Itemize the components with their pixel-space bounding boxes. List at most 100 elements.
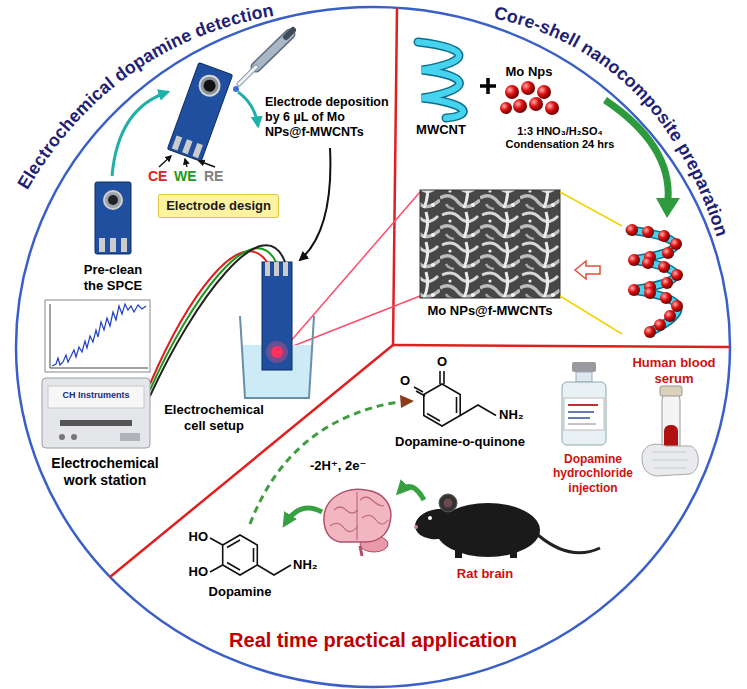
sample-label: Dopamine hydrochloride injection — [545, 452, 641, 495]
step-label: Pre-clean the SPCE — [73, 262, 153, 293]
injection-vial — [568, 404, 598, 406]
workstation — [42, 378, 150, 448]
pin-pointer — [159, 156, 215, 167]
rat-brain — [324, 489, 391, 556]
core-shell-composite — [662, 247, 674, 259]
core-shell-composite — [671, 269, 683, 281]
current-time-plot — [50, 304, 148, 368]
dopamine-structure — [227, 563, 240, 571]
synthesis-arrow — [656, 198, 680, 218]
electrochemical-cell — [240, 262, 314, 398]
cable — [150, 248, 276, 390]
modified-electrode — [167, 63, 232, 162]
current-time-plot — [52, 304, 146, 366]
step-label: Electrode deposition by 6 µL of Mo NPs@f… — [265, 95, 391, 140]
quinone-structure — [439, 371, 441, 384]
workstation — [120, 433, 140, 441]
mo-nanoparticles — [537, 85, 551, 99]
atom-label: O — [398, 373, 412, 389]
section-heading: Electrochemical dopamine detection — [14, 0, 276, 193]
compound-name: Dopamine-o-quinone — [385, 434, 535, 450]
modified-electrode — [167, 63, 232, 162]
core-shell-composite — [628, 284, 640, 296]
modified-electrode — [202, 78, 217, 93]
injection-vial — [572, 362, 596, 372]
spce-electrode — [108, 195, 118, 205]
rat-brain — [360, 497, 384, 506]
sem-image — [420, 190, 560, 298]
label-box: Electrode design — [158, 194, 279, 218]
zoom-line — [283, 296, 420, 350]
electrochemical-cell — [265, 262, 270, 276]
quinone-structure — [443, 371, 445, 384]
pin-name: CE — [148, 168, 167, 185]
mouse — [538, 535, 600, 553]
mo-nanoparticles — [500, 102, 512, 114]
section-heading: Real time practical application — [173, 628, 573, 652]
dopamine-structure — [210, 535, 291, 575]
mo-nanoparticles — [529, 97, 543, 111]
process-arrow — [300, 148, 330, 260]
zoom-line — [283, 192, 420, 350]
section-heading: Core-shell nanocomposite preparation — [492, 3, 732, 239]
core-shell-composite — [661, 277, 673, 289]
pipette — [286, 30, 293, 37]
current-time-plot — [45, 300, 150, 372]
pipette — [233, 86, 239, 92]
electrochemical-cell — [262, 262, 292, 370]
mouse — [414, 525, 418, 529]
core-shell-composite — [644, 287, 656, 299]
zoom-line — [560, 296, 622, 334]
dopamine-structure — [257, 565, 291, 575]
injection-vial — [568, 411, 594, 413]
mo-nanoparticles — [521, 81, 535, 95]
quinone-structure — [427, 414, 440, 422]
atom-label: NH₂ — [499, 407, 524, 423]
process-arrow — [112, 92, 168, 176]
workstation — [48, 386, 144, 408]
electrochemical-cell — [266, 341, 288, 363]
sample-arrow — [399, 487, 424, 500]
blood-tube — [642, 444, 698, 476]
rat-brain — [362, 515, 388, 524]
material-label: MWCNT — [405, 122, 477, 138]
section-heading: Electrochemical dopamine detection — [14, 0, 276, 193]
device-brand: CH Instruments — [50, 390, 142, 401]
electrochemical-cell — [274, 262, 279, 276]
electrochemical-cell — [242, 345, 312, 398]
mouse — [444, 499, 453, 508]
core-shell-composite — [626, 224, 683, 338]
pin-name: WE — [174, 168, 197, 185]
quinone-structure — [460, 405, 496, 416]
zoom-line — [560, 192, 622, 226]
rat-brain — [334, 507, 358, 513]
rat-brain — [324, 489, 391, 542]
core-shell-composite — [670, 238, 682, 250]
quinone-structure — [416, 391, 425, 396]
core-shell-composite — [626, 224, 683, 338]
electrochemical-cell — [240, 316, 314, 398]
core-shell-composite — [658, 261, 670, 273]
rat-brain — [330, 492, 388, 540]
mouse — [413, 494, 600, 558]
core-shell-composite — [628, 254, 640, 266]
cable — [150, 251, 267, 384]
box-text: Electrode design — [166, 198, 271, 214]
process-arrow — [112, 92, 258, 176]
blood-tube — [642, 386, 698, 476]
workstation — [59, 434, 65, 440]
pin-pointer — [159, 156, 171, 167]
mo-nanoparticles — [500, 81, 559, 115]
atom-label: O — [435, 354, 449, 370]
modified-electrode — [182, 139, 192, 154]
mwcnt-tube — [418, 42, 463, 118]
mo-nanoparticles — [505, 85, 519, 99]
reaction-note: -2H⁺, 2e⁻ — [310, 458, 366, 474]
core-shell-composite — [654, 319, 666, 331]
modified-electrode — [192, 143, 202, 158]
pipette — [233, 30, 293, 92]
cable — [150, 245, 285, 396]
mwcnt-tube — [418, 42, 463, 118]
spce-electrode — [95, 182, 131, 254]
